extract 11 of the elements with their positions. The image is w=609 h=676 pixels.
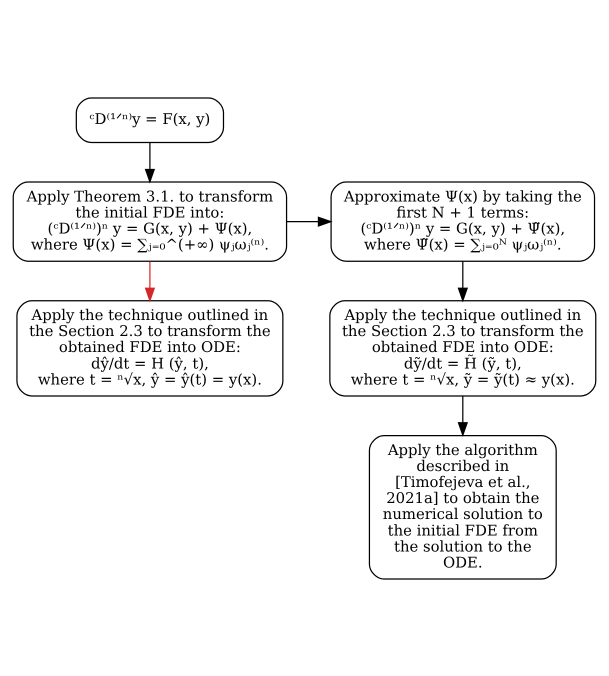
node-box: Apply the technique outlined in the Section 2.3 to transform the obtained FDE into ODE: dỹ/dt = H̃ (ỹ, t), where t = ⁿ√x, ỹ = ỹ(t) ≈ y(x). [329, 300, 596, 396]
node-box: Approximate Ψ(x) by taking the first N + 1 terms: (ᶜD⁽¹ᐟⁿ⁾)ⁿ y = G(x, y) + Ψ̃(x), where Ψ̃(x) = ∑ⱼ₌₀ᴺ ψⱼωⱼ⁽ⁿ⁾. [330, 180, 596, 262]
arrow [286, 216, 333, 226]
node-box: Apply Theorem 3.1. to transform the initial FDE into: (ᶜD⁽¹ᐟⁿ⁾)ⁿ y = G(x, y) + Ψ(x), where Ψ(x) = ∑ⱼ₌₀^(+∞) ψⱼωⱼ⁽ⁿ⁾. [12, 180, 288, 262]
node-box: ᶜD⁽¹ᐟⁿ⁾y = F(x, y) [76, 96, 224, 143]
arrow [144, 261, 156, 302]
node-box: Apply the technique outlined in the Section 2.3 to transform the obtained FDE into ODE: dŷ/dt = H (ŷ, t), where t = ⁿ√x, ŷ = ŷ(t) = y(x). [16, 300, 284, 396]
arrow [144, 142, 156, 184]
node-box: Apply the algorithm described in [Timofejeva et al., 2021a] to obtain the numerical solution to the initial FDE from the solution to the ODE. [368, 434, 557, 580]
arrow [458, 261, 468, 302]
arrow [458, 396, 468, 436]
